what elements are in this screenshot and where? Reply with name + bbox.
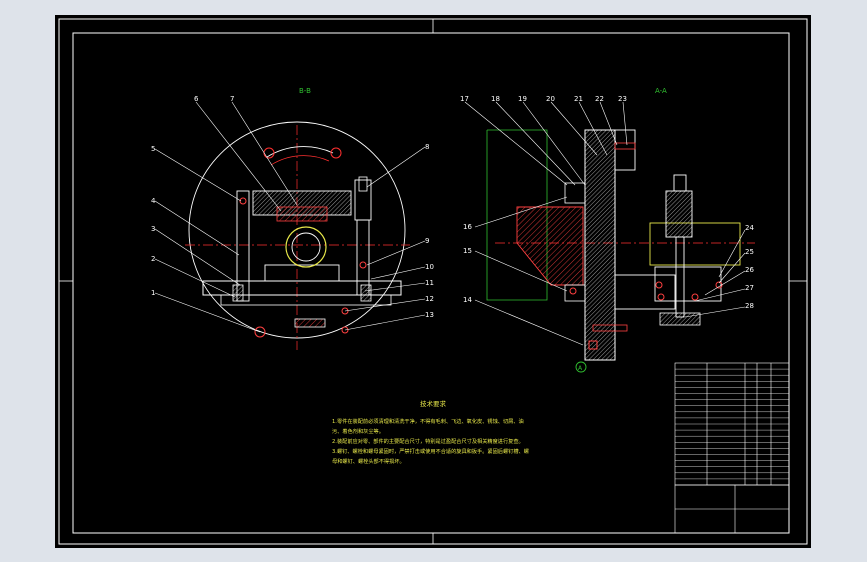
right-link bbox=[356, 219, 370, 296]
left-leaders bbox=[154, 101, 426, 333]
tech-line-5: 母和螺钉、螺栓头部不得损坏。 bbox=[332, 457, 405, 465]
cad-drawing: 1 2 3 4 5 6 7 8 9 10 11 12 13 B-B bbox=[58, 18, 808, 545]
callout-26: 26 bbox=[745, 266, 754, 274]
lower-pad bbox=[659, 312, 701, 326]
callout-13: 13 bbox=[425, 311, 434, 319]
title-block bbox=[674, 362, 790, 534]
callout-4: 4 bbox=[151, 197, 156, 205]
callout-8: 8 bbox=[425, 143, 429, 151]
clamp-pin-low-left bbox=[657, 293, 665, 301]
view-label-left: B-B bbox=[299, 87, 311, 95]
callout-25: 25 bbox=[745, 248, 754, 256]
callout-23: 23 bbox=[618, 95, 627, 103]
base-hole-right bbox=[341, 326, 349, 334]
technical-requirements: 技术要求 1.零件在装配前必须清理和清洗干净，不得有毛刺、飞边、氧化皮、锈蚀、切… bbox=[332, 399, 529, 465]
callout-9: 9 bbox=[425, 237, 429, 245]
inner-frame bbox=[72, 32, 790, 534]
callout-21: 21 bbox=[574, 95, 583, 103]
screw-rod bbox=[675, 236, 685, 318]
callout-19: 19 bbox=[518, 95, 527, 103]
right-view: A bbox=[486, 129, 755, 373]
callout-11: 11 bbox=[425, 279, 434, 287]
workpiece-outline bbox=[486, 129, 548, 301]
bushing-upper bbox=[564, 182, 586, 204]
callout-3: 3 bbox=[151, 225, 155, 233]
tech-line-3: 2.装配前应对零、部件的主要配合尺寸，特别是过盈配合尺寸及相关精度进行复查。 bbox=[332, 437, 524, 445]
bottom-bolt bbox=[588, 340, 598, 350]
callout-1: 1 bbox=[151, 289, 155, 297]
tech-line-1: 1.零件在装配前必须清理和清洗干净，不得有毛刺、飞边、氧化皮、锈蚀、切屑、油 bbox=[332, 417, 524, 425]
base-lower bbox=[220, 294, 392, 306]
lower-clamp-block bbox=[654, 266, 722, 302]
locating-pin bbox=[569, 287, 577, 295]
drawing-sheet: 1 2 3 4 5 6 7 8 9 10 11 12 13 B-B bbox=[55, 15, 811, 548]
callout-6: 6 bbox=[194, 95, 199, 103]
parts-list-rows bbox=[675, 368, 789, 480]
slot-bolt-left bbox=[263, 147, 275, 159]
clamp-pad bbox=[276, 206, 328, 222]
bushing-lower bbox=[564, 284, 586, 302]
left-view bbox=[185, 121, 410, 350]
datum-circle bbox=[575, 361, 587, 373]
callout-2: 2 bbox=[151, 255, 155, 263]
callout-10: 10 bbox=[425, 263, 434, 271]
callout-15: 15 bbox=[463, 247, 472, 255]
callout-20: 20 bbox=[546, 95, 555, 103]
right-leaders bbox=[464, 101, 746, 346]
right-callouts: 14 15 16 17 18 19 20 21 22 23 24 25 26 2… bbox=[460, 87, 754, 310]
right-link-pin bbox=[359, 261, 367, 269]
callout-14: 14 bbox=[463, 296, 472, 304]
arc-slot-inner bbox=[270, 155, 330, 166]
workpiece-inner bbox=[291, 232, 321, 262]
clamp-pin-left bbox=[655, 281, 663, 289]
fixture-upright bbox=[584, 129, 616, 361]
tech-title: 技术要求 bbox=[420, 399, 447, 408]
callout-17: 17 bbox=[460, 95, 469, 103]
base-foot-left bbox=[232, 284, 244, 302]
v-block bbox=[264, 264, 340, 282]
callout-24: 24 bbox=[745, 224, 754, 232]
left-callouts: 1 2 3 4 5 6 7 8 9 10 11 12 13 B-B bbox=[151, 87, 434, 319]
tech-line-2: 污、着色剂和灰尘等。 bbox=[332, 427, 384, 435]
callout-7: 7 bbox=[230, 95, 234, 103]
base-hole-left bbox=[254, 326, 266, 338]
clamp-pin-low-right bbox=[691, 293, 699, 301]
datum-label: A bbox=[578, 365, 583, 372]
callout-16: 16 bbox=[463, 223, 472, 231]
base-hole-right2 bbox=[341, 307, 349, 315]
callout-5: 5 bbox=[151, 145, 155, 153]
upright-bolt-bottom bbox=[592, 324, 628, 332]
bottom-key bbox=[294, 318, 326, 328]
upright-bolt-top bbox=[614, 142, 636, 150]
workpiece-outer bbox=[285, 226, 327, 268]
upright-base bbox=[614, 274, 676, 310]
screw-cap bbox=[673, 174, 687, 192]
slot-bolt-right bbox=[330, 147, 342, 159]
callout-28: 28 bbox=[745, 302, 754, 310]
callout-27: 27 bbox=[745, 284, 754, 292]
arc-slot bbox=[266, 146, 334, 158]
base-foot-right bbox=[360, 284, 372, 302]
tech-line-4: 3.螺钉、螺栓和螺母紧固时，严禁打击或使用不合适的旋具和扳手。紧固后螺钉槽、螺 bbox=[332, 447, 529, 455]
view-label-right: A-A bbox=[655, 87, 667, 95]
callout-12: 12 bbox=[425, 295, 434, 303]
left-post-pin bbox=[239, 197, 247, 205]
yellow-guide bbox=[649, 222, 741, 266]
callout-18: 18 bbox=[491, 95, 500, 103]
upright-top-clamp bbox=[614, 129, 636, 171]
callout-22: 22 bbox=[595, 95, 604, 103]
right-column-screw bbox=[358, 176, 368, 192]
screw-body bbox=[665, 190, 693, 238]
